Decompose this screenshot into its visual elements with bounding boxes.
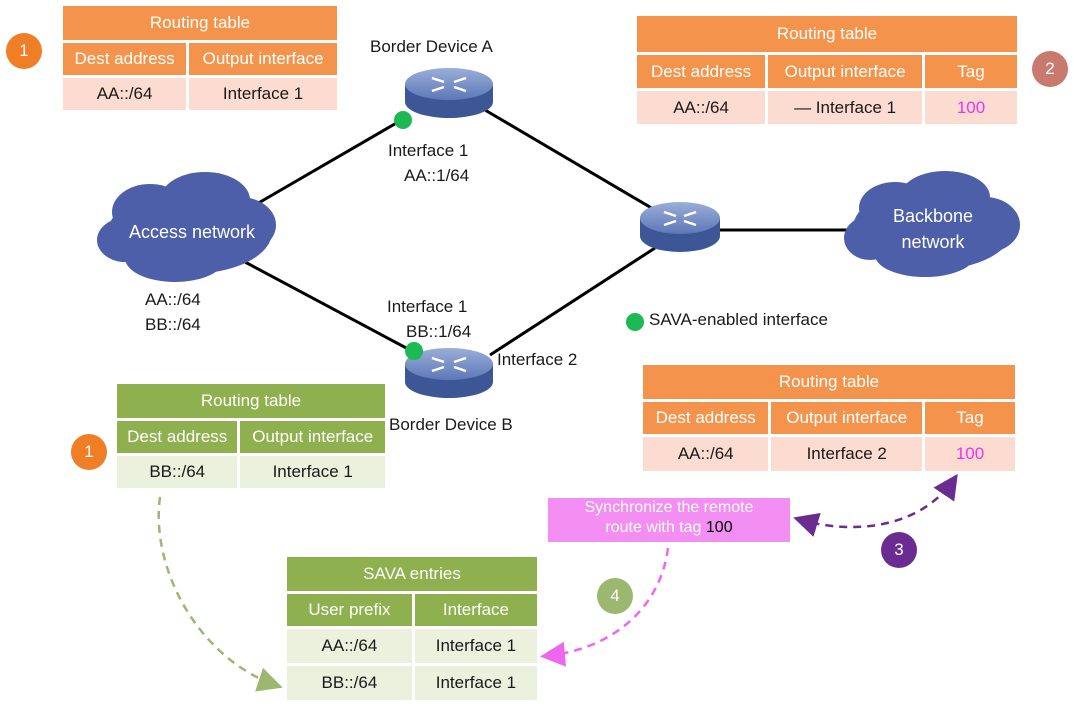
device-b-interface1-label: Interface 1 (387, 297, 468, 316)
step-badge-2: 2 (1032, 51, 1068, 87)
step-badge-4: 4 (597, 578, 633, 614)
access-cloud-icon (97, 172, 276, 282)
device-a-address-label: AA::1/64 (404, 166, 470, 185)
links (244, 108, 860, 357)
table-title: Routing table (643, 365, 1015, 399)
backbone-network-label: Backbone network (873, 203, 993, 255)
col-output-interface: Output interface (240, 421, 385, 453)
cell-dest: BB::/64 (117, 456, 238, 488)
arrow-sync-to-sava (540, 547, 670, 667)
sava-dot-icon (626, 313, 644, 331)
device-a-interface-label: Interface 1 (388, 141, 469, 160)
routing-table-mid-right: Routing table Dest address Output interf… (640, 362, 1018, 474)
cell-dest: AA::/64 (63, 78, 187, 110)
router-b-icon (405, 348, 493, 398)
table-title: Routing table (117, 384, 385, 418)
cell-tag: 100 (925, 91, 1017, 124)
col-output-interface: Output interface (771, 402, 922, 434)
cell-interface: Interface 1 (240, 456, 385, 488)
cell-prefix: AA::/64 (287, 629, 412, 663)
table-title: Routing table (63, 6, 337, 40)
border-device-a-label: Border Device A (370, 37, 493, 56)
backbone-cloud-icon (844, 171, 1020, 277)
sava-entries-table: SAVA entries User prefix Interface AA::/… (284, 554, 540, 703)
routing-table-bottom-left: Routing table Dest address Output interf… (114, 381, 388, 491)
cell-dest: AA::/64 (643, 437, 769, 471)
sync-line2-text: route with tag (605, 519, 706, 536)
arrow-rt-to-sava (157, 496, 283, 692)
access-prefix-bb: BB::/64 (145, 315, 201, 334)
link-b-core (489, 246, 656, 357)
link-access-b (244, 260, 411, 352)
device-b-address-label: BB::1/64 (406, 322, 472, 341)
legend-sava-label: SAVA-enabled interface (649, 310, 828, 329)
routing-table-top-left: Routing table Dest address Output interf… (60, 3, 340, 113)
table-title: SAVA entries (287, 557, 537, 591)
link-a-core (484, 108, 656, 212)
col-output-interface: Output interface (768, 55, 922, 88)
sava-dot-icon (394, 111, 412, 129)
router-core-icon (640, 202, 720, 252)
sync-tag-value: 100 (705, 519, 733, 536)
cell-dest: AA::/64 (637, 91, 766, 124)
step-badge-3: 3 (881, 532, 917, 568)
table-row: BB::/64 Interface 1 (287, 666, 537, 700)
sava-dot-icon (405, 342, 423, 360)
cell-tag: 100 (925, 437, 1015, 471)
col-dest-address: Dest address (637, 55, 766, 88)
cell-interface: — Interface 1 (768, 91, 922, 124)
col-output-interface: Output interface (189, 43, 337, 75)
sync-line1: Synchronize the remote (584, 499, 754, 516)
router-a-icon (405, 68, 493, 118)
backbone-label-line2: network (901, 232, 965, 252)
col-dest-address: Dest address (643, 402, 769, 434)
col-tag: Tag (925, 55, 1017, 88)
cell-interface: Interface 2 (771, 437, 922, 471)
table-row: AA::/64 Interface 1 (287, 629, 537, 663)
col-dest-address: Dest address (63, 43, 187, 75)
access-prefix-aa: AA::/64 (145, 290, 201, 309)
col-interface: Interface (414, 594, 537, 626)
border-device-b-label: Border Device B (389, 415, 513, 434)
device-b-interface2-label: Interface 2 (497, 350, 578, 369)
cell-interface: Interface 1 (189, 78, 337, 110)
cell-interface: Interface 1 (414, 629, 537, 663)
step-badge-1b: 1 (71, 434, 107, 470)
arrow-sync-rt (793, 473, 958, 537)
sync-line2: route with tag 100 (548, 518, 790, 538)
link-access-a (254, 116, 406, 207)
access-network-label: Access network (128, 222, 256, 242)
routing-table-top-right: Routing table Dest address Output interf… (634, 13, 1020, 127)
col-dest-address: Dest address (117, 421, 238, 453)
cell-interface: Interface 1 (414, 666, 537, 700)
step-badge-1a: 1 (6, 33, 42, 69)
col-tag: Tag (925, 402, 1015, 434)
col-user-prefix: User prefix (287, 594, 412, 626)
backbone-label-line1: Backbone (892, 206, 974, 226)
cell-prefix: BB::/64 (287, 666, 412, 700)
table-title: Routing table (637, 16, 1017, 52)
sync-note: Synchronize the remote route with tag 10… (548, 498, 790, 542)
